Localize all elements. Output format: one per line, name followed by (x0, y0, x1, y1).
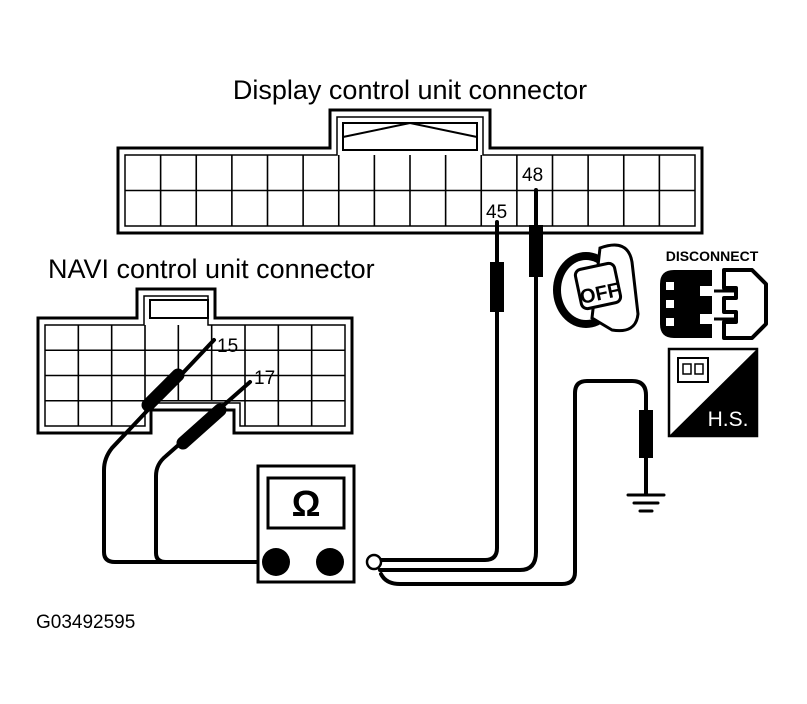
display-probes (376, 188, 543, 572)
connector-disconnect-icon: DISCONNECT (660, 248, 768, 340)
pin-label-17: 17 (254, 368, 275, 389)
harness-label: H.S. (708, 408, 749, 431)
display-connector-label: Display control unit connector (233, 75, 587, 105)
navi-connector: NAVI control unit connector (36, 254, 375, 435)
navi-connector-cavities (45, 325, 345, 426)
pin-label-45: 45 (486, 202, 507, 223)
pin-label-15: 15 (217, 336, 238, 357)
ignition-key-off-icon: OFF (553, 243, 640, 333)
navi-probes (102, 338, 332, 564)
figure-code: G03492595 (36, 612, 135, 633)
display-connector: Display control unit connector (116, 75, 704, 235)
navi-connector-label: NAVI control unit connector (48, 254, 375, 284)
ohmmeter-icon: Ω (256, 464, 356, 584)
ground-symbol-icon (626, 493, 666, 513)
pin-label-48: 48 (522, 165, 543, 186)
ohm-symbol: Ω (292, 483, 321, 524)
harness-connector-icon: H.S. (667, 347, 759, 438)
disconnect-label: DISCONNECT (666, 248, 759, 264)
ground-lead (365, 379, 653, 586)
display-connector-cavities (125, 155, 695, 226)
